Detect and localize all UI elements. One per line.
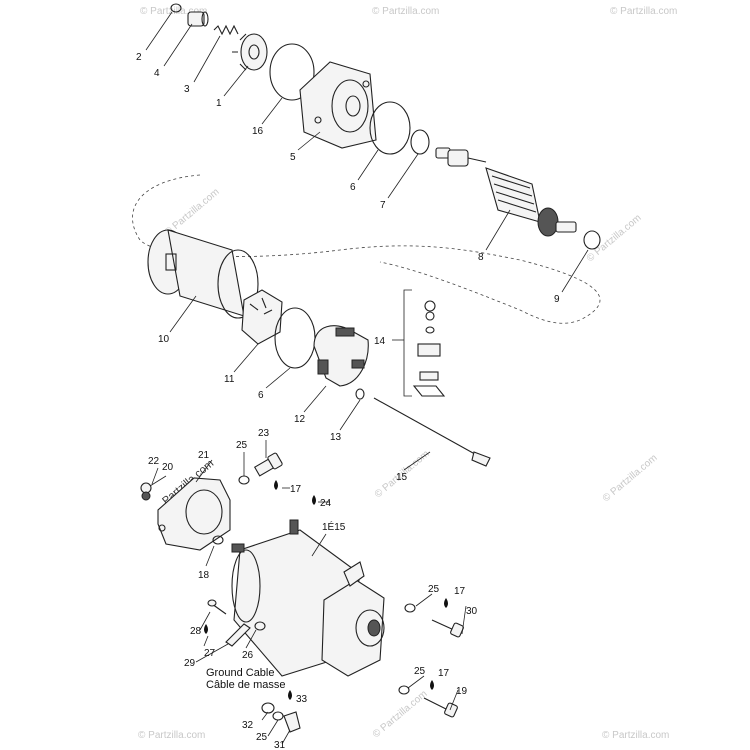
watermark-text: © Partzilla.com [371, 689, 430, 741]
callout-label: 14 [374, 336, 386, 347]
bracket-21 [157, 477, 231, 551]
ground-cable-label-fr: Câble de masse [206, 679, 286, 691]
yoke-10 [147, 229, 259, 319]
callout-label: 25 [428, 584, 440, 595]
nut-22 [140, 482, 152, 501]
callout-label: 33 [296, 694, 308, 705]
watermark-text: © Partzilla.com [138, 730, 205, 741]
callout-labels: 2 4 3 1 16 5 6 7 8 9 10 11 6 12 13 14 15… [136, 52, 560, 750]
oring-16 [269, 43, 315, 101]
callout-label: 6 [258, 390, 264, 401]
drop-icon [430, 680, 434, 690]
bolt-30 [431, 619, 464, 638]
callout-label: 9 [554, 294, 560, 305]
callout-label: 18 [198, 570, 210, 581]
callout-label: 32 [242, 720, 254, 731]
drop-icon [444, 598, 448, 608]
oring-6-top [369, 101, 411, 155]
callout-label: 7 [380, 200, 386, 211]
callout-label: 23 [258, 428, 270, 439]
brush-plate-11 [241, 289, 283, 345]
callout-label: 1 [216, 98, 222, 109]
callout-label: 24 [320, 498, 332, 509]
washer-25-right [404, 603, 416, 613]
callout-label: 2 [136, 52, 142, 63]
screw-28 [207, 599, 227, 615]
callout-label: 20 [162, 462, 174, 473]
callout-label: 10 [158, 334, 170, 345]
callout-label: 25 [256, 732, 268, 743]
through-bolt-15 [373, 397, 491, 467]
drop-icon [204, 624, 208, 634]
washer-25-top [238, 475, 250, 485]
callout-label: 25 [236, 440, 248, 451]
screw-23 [253, 452, 283, 477]
washer-25-lower [398, 685, 410, 695]
callout-label: 19 [456, 686, 468, 697]
starter-motor-assembly [231, 519, 385, 677]
callout-label: 22 [148, 456, 160, 467]
spring-3 [213, 24, 239, 36]
watermark-text: © Partzilla.com [372, 6, 439, 17]
ground-cable-label: Ground Cable [206, 667, 275, 679]
drop-icon [274, 480, 278, 490]
cable-terminal-26 [225, 621, 266, 647]
callout-label: 17 [290, 484, 302, 495]
watermark-text: © Partzilla.com [601, 453, 660, 505]
callout-label: 30 [466, 606, 478, 617]
assembly-boundary-dashed [132, 174, 601, 324]
watermark-text: © Partzilla.com [610, 6, 677, 17]
callout-label: 27 [204, 648, 216, 659]
bolt-19 [423, 697, 458, 718]
callout-label: 1É15 [322, 520, 346, 533]
oring-13 [355, 388, 365, 400]
callout-label: 15 [396, 472, 408, 483]
callout-label: 25 [414, 666, 426, 677]
watermark-text: © Partzilla.com [602, 730, 669, 741]
drop-icon [288, 690, 292, 700]
callout-label: 8 [478, 252, 484, 263]
leader-lines [145, 11, 589, 745]
callout-label: 4 [154, 68, 160, 79]
callout-label: 5 [290, 152, 296, 163]
end-cover-12 [313, 325, 369, 387]
callout-label: 6 [350, 182, 356, 193]
callout-label: 3 [184, 84, 190, 95]
drop-icon [312, 495, 316, 505]
terminal-kit-14 [403, 289, 446, 397]
callout-label: 11 [224, 374, 235, 385]
drive-housing-5 [299, 61, 377, 149]
ground-cable-caption: Ground Cable Câble de masse [206, 667, 286, 691]
callout-label: 28 [190, 626, 202, 637]
bushing-4 [187, 11, 209, 27]
callout-label: 13 [330, 432, 342, 443]
terminal-clip-31 [261, 702, 301, 733]
watermark-text: © Partzilla.com [585, 213, 644, 265]
callout-label: 26 [242, 650, 254, 661]
pinion-1 [232, 33, 268, 71]
ring-2 [170, 3, 182, 13]
callout-label: 17 [454, 586, 466, 597]
callout-label: 29 [184, 658, 196, 669]
threadlock-drops [204, 480, 448, 700]
oring-6-mid [274, 307, 316, 369]
washer-7 [410, 129, 430, 155]
callout-label: 16 [252, 126, 264, 137]
callout-label: 31 [274, 740, 286, 750]
washer-9 [583, 230, 601, 250]
callout-label: 21 [198, 450, 210, 461]
armature-8 [435, 147, 577, 237]
callout-label: 17 [438, 668, 450, 679]
washer-18 [212, 535, 224, 545]
washer-25-bottom [272, 711, 284, 721]
callout-label: 12 [294, 414, 306, 425]
